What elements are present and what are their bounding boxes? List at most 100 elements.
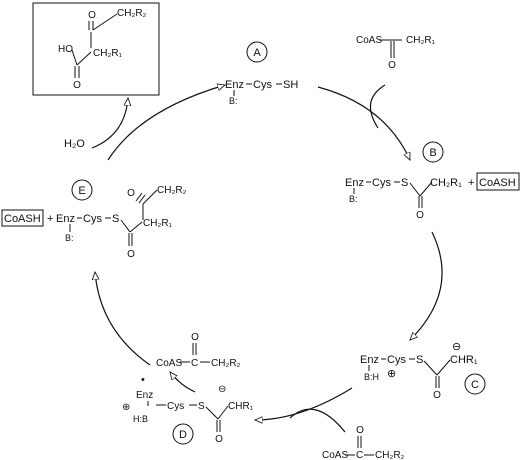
state-c-s: S xyxy=(416,354,423,366)
state-b-c-ch2-bond xyxy=(419,181,433,197)
state-a-sh: SH xyxy=(283,79,298,91)
state-d-coas: CoAS xyxy=(156,358,182,369)
state-e-ch2r1: CH₂R₁ xyxy=(143,218,173,229)
arrow-d-to-e xyxy=(95,272,151,366)
label-d: D xyxy=(179,429,187,441)
state-b-s-c-bond xyxy=(409,182,421,197)
state-d: CoAS C CH₂R₂ O • Enz Cys S CHR₁ ⊖ O ⊕ H:… xyxy=(122,332,254,445)
state-d-cys: Cys xyxy=(167,401,184,412)
hydroxyl-bond xyxy=(71,49,78,66)
label-c: C xyxy=(471,379,479,391)
state-c-minus: ⊖ xyxy=(452,341,461,353)
reagent1-coas: CoAS xyxy=(356,35,382,46)
label-b-circle xyxy=(422,141,444,163)
state-b-plus: + xyxy=(468,177,474,189)
state-d-c-ch-bond xyxy=(217,405,229,420)
reagent2-oxygen: O xyxy=(356,425,364,436)
state-c: Enz Cys S CHR₁ ⊖ O B:H ⊕ C xyxy=(360,341,486,401)
state-d-top-oxygen: O xyxy=(191,332,199,343)
state-e-coash-box xyxy=(1,209,44,227)
product-hydroxyl: HO xyxy=(58,44,73,55)
coas-acyl-2-in-arrow xyxy=(289,408,346,433)
label-b: B xyxy=(429,147,436,159)
state-e-enz: Enz xyxy=(56,213,75,225)
state-e-base: B: xyxy=(65,233,74,243)
arrow-c-to-d xyxy=(255,387,353,420)
coas-acyl-reagent-2: CoAS C CH₂R₂ O xyxy=(322,425,405,460)
water-out-arrow xyxy=(91,98,128,149)
product-ch2r2: CH₂R₂ xyxy=(117,8,147,19)
state-b-coash: CoASH xyxy=(479,177,516,189)
reagent1-ch2r1: CH₂R₁ xyxy=(406,35,436,46)
state-c-cys: Cys xyxy=(387,354,406,366)
reagent2-ch2r2: CH₂R₂ xyxy=(375,450,405,460)
state-c-b: B xyxy=(364,372,370,382)
reagent1-oxygen: O xyxy=(388,60,396,71)
state-e-c-ch-bond xyxy=(129,221,143,233)
state-e-plus: + xyxy=(47,213,53,225)
arrow-e-to-a xyxy=(107,85,225,161)
state-d-s-c-bond xyxy=(205,406,219,420)
product-ch2r1: CH₂R₁ xyxy=(93,48,123,59)
state-e-s: S xyxy=(112,213,119,225)
state-c-oxygen: O xyxy=(433,390,441,401)
cycle-arrows xyxy=(91,84,443,433)
label-e-circle xyxy=(71,179,93,201)
reagent2-coas: CoAS xyxy=(322,450,348,460)
state-c-colon: : xyxy=(370,372,373,382)
state-b-coash-box xyxy=(476,172,520,191)
state-b-base: B: xyxy=(349,194,358,204)
state-e-cys: Cys xyxy=(83,213,102,225)
state-d-plus: ⊕ xyxy=(122,402,130,413)
state-d-hb: H:B xyxy=(133,414,148,424)
product-box-border xyxy=(32,2,160,96)
state-a-cys: Cys xyxy=(253,79,272,91)
product-ketone-oxygen: O xyxy=(88,10,96,21)
state-d-enz: Enz xyxy=(136,390,153,401)
state-e-s-c-bond xyxy=(120,219,131,233)
state-e-ch2r2: CH₂R₂ xyxy=(157,185,187,196)
reagent2-carbon: C xyxy=(356,450,363,460)
label-a: A xyxy=(253,47,261,59)
state-d-carbon: C xyxy=(191,358,198,369)
state-e-ketone-oxygen: O xyxy=(127,188,135,199)
state-b-cys: Cys xyxy=(372,177,391,189)
ketone-to-ch2r2-bond xyxy=(92,13,118,31)
state-c-h: H xyxy=(373,372,380,382)
state-d-radical: • xyxy=(141,374,145,386)
alpha-to-acid-bond xyxy=(76,51,92,66)
state-b-oxygen: O xyxy=(416,210,424,221)
state-d-chr1: CHR₁ xyxy=(228,401,254,412)
state-d-colon: : xyxy=(140,414,143,424)
state-b-enz: Enz xyxy=(345,177,364,189)
product-acid-oxygen: O xyxy=(73,80,81,91)
arrow-b-to-c xyxy=(410,231,443,340)
product-box: O CH₂R₂ CH₂R₁ HO O xyxy=(32,2,160,96)
state-c-c-ch-bond xyxy=(436,359,451,376)
state-a: A Enz Cys SH B: xyxy=(225,41,298,106)
state-c-bh: B:H xyxy=(364,372,379,382)
state-d-h: H xyxy=(133,414,140,424)
state-e-ketone-ch2-bond xyxy=(142,189,158,205)
state-c-s-c-bond xyxy=(423,360,438,376)
state-e-ketone-co-bond-1 xyxy=(135,192,143,202)
water-molecule: H₂O xyxy=(64,138,85,150)
state-c-enz: Enz xyxy=(360,354,379,366)
state-d-bottom-oxygen: O xyxy=(215,434,223,445)
state-d-b: B xyxy=(142,414,148,424)
arrow-a-to-b xyxy=(317,86,411,160)
state-b-s: S xyxy=(401,177,408,189)
state-a-enz: Enz xyxy=(225,79,244,91)
state-b: B Enz Cys S CH₂R₁ O B: + CoASH xyxy=(345,141,520,221)
state-e: E CoASH + Enz Cys S CH₂R₁ O CH₂R₂ O B: xyxy=(1,179,187,260)
state-e-bottom-oxygen: O xyxy=(127,249,135,260)
state-a-base: B: xyxy=(229,96,238,106)
coas-acyl-in-arrow xyxy=(369,84,386,129)
label-c-circle xyxy=(464,373,486,395)
state-e-coash: CoASH xyxy=(4,213,41,225)
state-c-plus: ⊕ xyxy=(387,368,396,380)
label-e: E xyxy=(78,185,85,197)
state-e-ketone-co-bond-2 xyxy=(138,194,146,204)
